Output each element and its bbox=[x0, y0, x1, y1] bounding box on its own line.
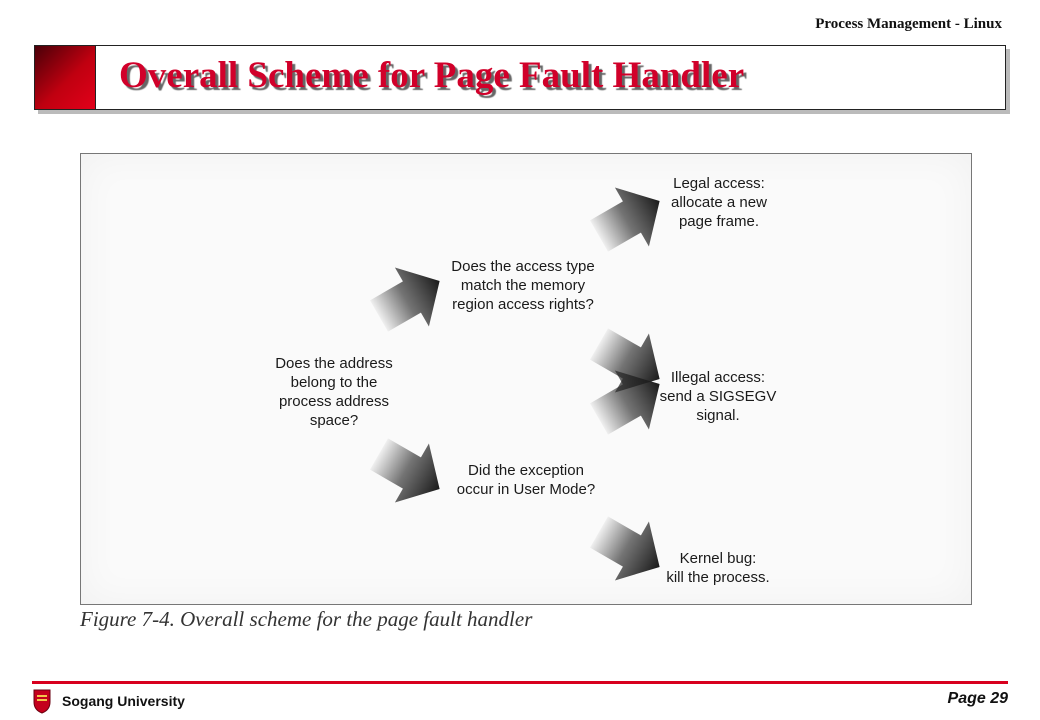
footer-brand: Sogang University bbox=[32, 688, 185, 714]
title-accent-square bbox=[35, 46, 96, 109]
node-access-type-question: Does the access type match the memory re… bbox=[451, 258, 595, 313]
node-address-question: Does the address belong to the process a… bbox=[275, 355, 393, 429]
course-header: Process Management - Linux bbox=[815, 16, 1002, 32]
page-title: Overall Scheme for Page Fault Handler bbox=[119, 55, 745, 96]
title-bar: Overall Scheme for Page Fault Handler bbox=[34, 45, 1006, 110]
node-legal-access: Legal access: allocate a new page frame. bbox=[671, 175, 767, 230]
page-fault-diagram: Does the address belong to the process a… bbox=[80, 153, 972, 605]
university-name: Sogang University bbox=[62, 693, 185, 709]
node-user-mode-question: Did the exception occur in User Mode? bbox=[456, 462, 596, 498]
page-number: Page 29 bbox=[947, 690, 1008, 707]
node-illegal-access: Illegal access: send a SIGSEGV signal. bbox=[659, 369, 777, 424]
university-shield-icon bbox=[33, 689, 51, 714]
footer-divider bbox=[32, 681, 1008, 684]
figure-caption: Figure 7-4. Overall scheme for the page … bbox=[80, 607, 533, 631]
node-kernel-bug: Kernel bug: kill the process. bbox=[666, 550, 770, 586]
diagram-arrows bbox=[362, 171, 677, 597]
